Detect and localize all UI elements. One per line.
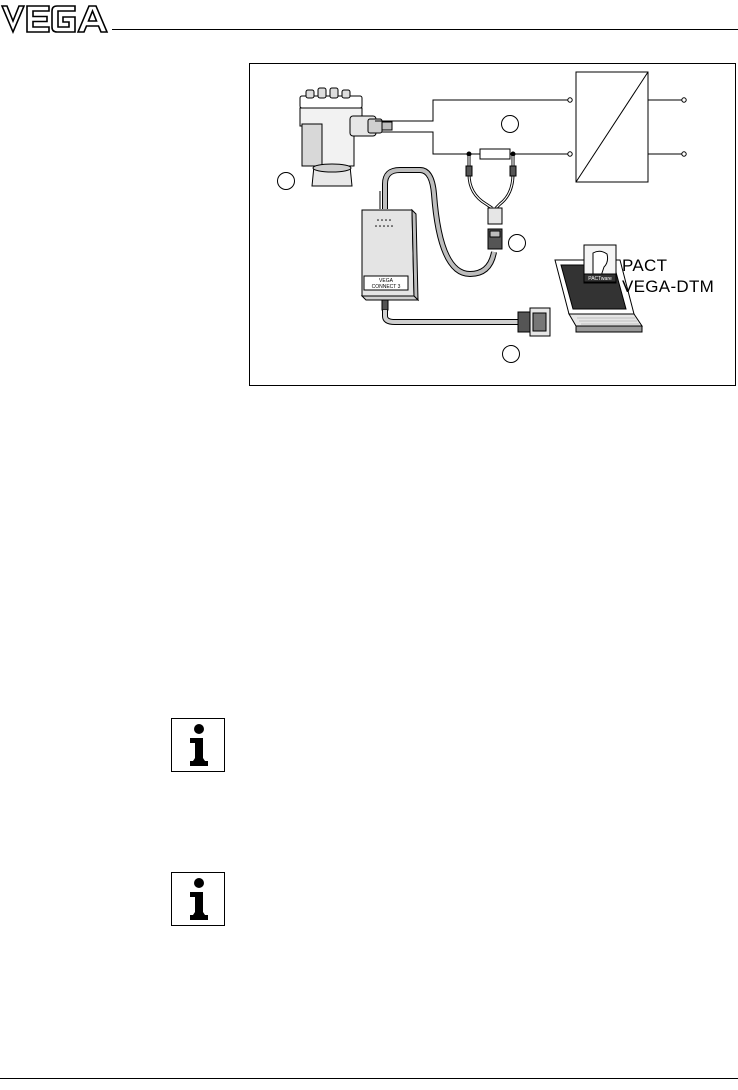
footer-rule [0,1078,738,1079]
connection-diagram: VEGA CONNECT 3 [249,63,736,386]
svg-text:CONNECT 3: CONNECT 3 [372,284,401,290]
callout-3 [508,234,526,252]
sensor-device [300,88,392,186]
callout-2 [501,115,519,133]
serial-connector [518,308,550,336]
pactware-screen-icon: PACTware [584,245,616,283]
callout-4 [502,345,520,363]
serial-cable [385,310,518,322]
software-label-vega-dtm: VEGA-DTM [622,278,714,296]
header-rule [112,29,738,30]
svg-text:PACTware: PACTware [588,276,612,282]
diagram-drawing: VEGA CONNECT 3 [250,64,737,387]
vegaconnect-adapter: VEGA CONNECT 3 [362,210,418,310]
callout-1 [277,172,295,190]
loop-wiring [375,72,686,182]
test-leads [466,152,516,249]
vega-logo [0,0,112,36]
software-label-pact: PACT [622,257,667,275]
info-icon [171,872,225,926]
info-icon [171,718,225,772]
